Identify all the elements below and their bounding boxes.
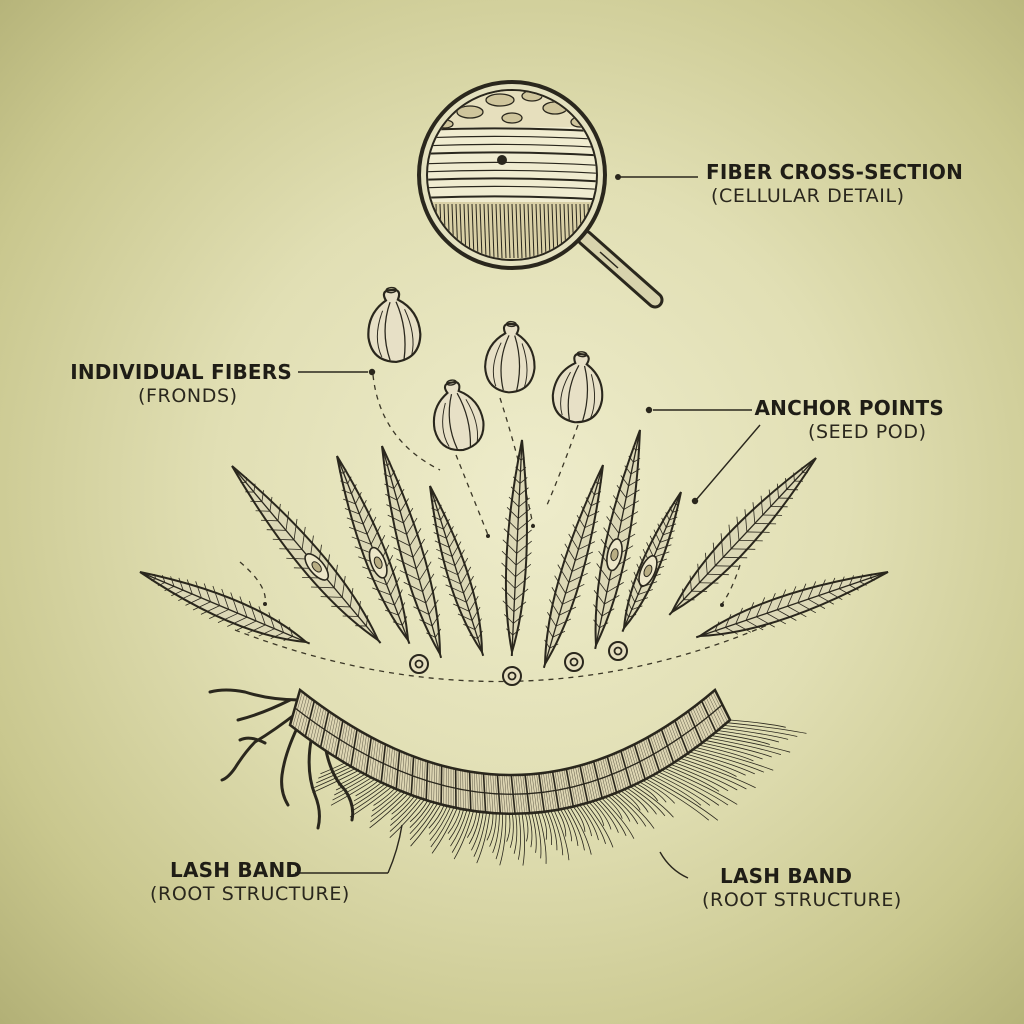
anchor-ring-icon <box>608 641 628 661</box>
fiber-cross-section-subtitle: (CELLULAR DETAIL) <box>711 185 905 207</box>
anchor-points-title: ANCHOR POINTS <box>754 396 944 420</box>
seed-pod-icon <box>367 286 422 364</box>
label-lash-band-left: LASH BAND (ROOT STRUCTURE) <box>140 858 360 907</box>
anchor-ring-icon <box>564 652 584 672</box>
fiber-cross-section-title: FIBER CROSS-SECTION <box>706 160 964 184</box>
anchor-ring-icon <box>502 666 522 686</box>
individual-fibers-subtitle: (FRONDS) <box>138 385 238 407</box>
seed-pod-icon <box>484 320 536 394</box>
lash-band-right-subtitle: (ROOT STRUCTURE) <box>702 889 902 911</box>
anchor-ring-icon <box>409 654 429 674</box>
leaf-frond-icon <box>381 445 443 659</box>
roots <box>208 688 355 830</box>
individual-fibers-title: INDIVIDUAL FIBERS <box>70 360 292 384</box>
leaf-frond-icon <box>695 571 889 639</box>
dashed-connectors <box>234 374 791 683</box>
lash-band-left-subtitle: (ROOT STRUCTURE) <box>150 883 350 905</box>
leaf-frond-icon <box>139 571 311 645</box>
lash-band <box>208 687 807 866</box>
leaf-frond-icon <box>231 465 382 644</box>
lash-band-left-title: LASH BAND <box>170 858 303 882</box>
leaf-frond-icon <box>668 457 817 616</box>
leader-lines <box>295 368 761 879</box>
magnifying-glass-icon <box>417 80 664 309</box>
leaf-frond-icon <box>542 464 604 669</box>
leaf-frond-icon <box>429 485 485 657</box>
seed-pod-icon <box>432 379 485 452</box>
seed-pods <box>367 286 604 452</box>
leaf-frond-icon <box>336 455 411 645</box>
label-anchor-points: ANCHOR POINTS (SEED POD) <box>740 396 944 445</box>
anchor-rings <box>409 641 628 686</box>
leaf-frond-icon <box>621 491 682 633</box>
anchor-points-subtitle: (SEED POD) <box>808 421 927 443</box>
lash-band-right-title: LASH BAND <box>720 864 853 888</box>
fronds <box>139 429 889 669</box>
label-fiber-cross-section: FIBER CROSS-SECTION (CELLULAR DETAIL) <box>706 160 963 209</box>
label-lash-band-right: LASH BAND (ROOT STRUCTURE) <box>692 864 912 913</box>
seed-pod-icon <box>551 351 604 424</box>
leader-fiber-cross-section <box>615 174 698 180</box>
leaf-frond-icon <box>501 439 532 657</box>
anchor-dots <box>263 524 724 607</box>
label-individual-fibers: INDIVIDUAL FIBERS (FRONDS) <box>60 360 292 409</box>
leaf-frond-icon <box>593 429 641 650</box>
